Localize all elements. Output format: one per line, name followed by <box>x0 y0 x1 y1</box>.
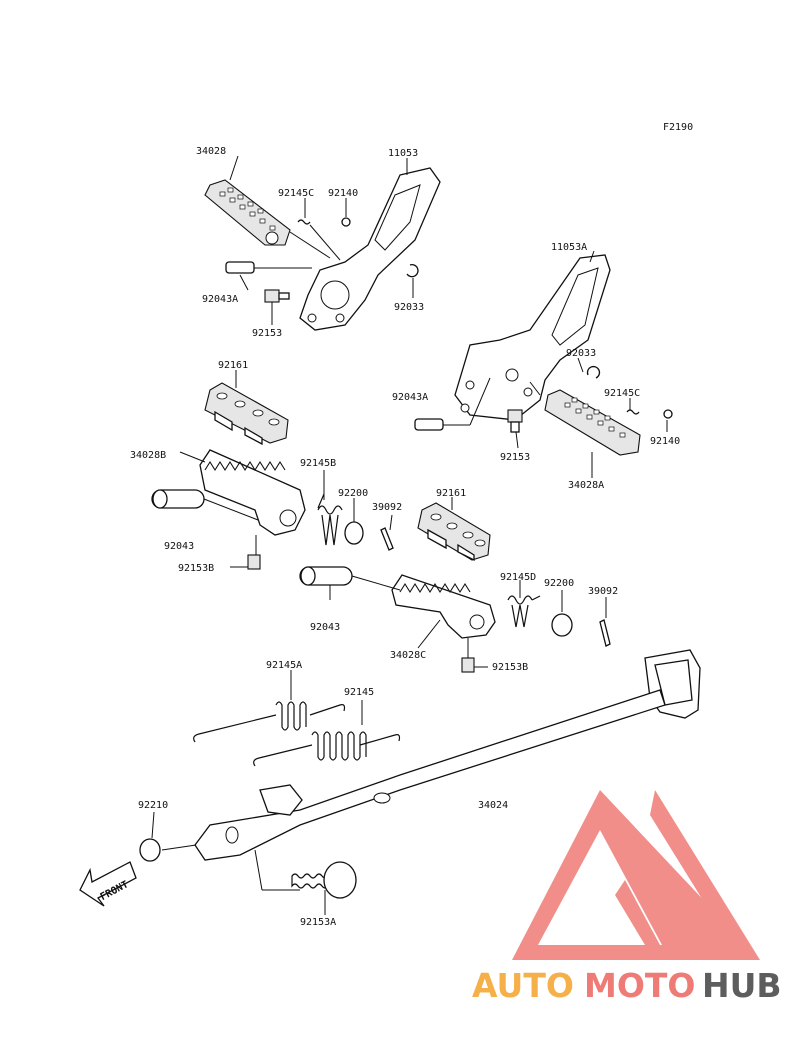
label-34028a: 34028A <box>568 480 604 491</box>
bolt-92153a <box>291 861 357 899</box>
pin-92043-left <box>151 489 259 521</box>
footpeg-34028a <box>544 389 641 456</box>
part-labels: 34028 11053 92145C 92140 92043A 92153 92… <box>130 146 680 928</box>
spring-92145c-top <box>297 219 311 225</box>
bracket-11053a <box>454 254 611 421</box>
watermark-logo: AUTO MOTO HUB <box>472 790 782 1005</box>
label-92043-mid: 92043 <box>310 622 340 633</box>
rubber-92161-left <box>204 382 289 446</box>
label-39092-left: 39092 <box>372 502 402 513</box>
spring-92145d <box>507 595 541 628</box>
label-34024: 34024 <box>478 800 508 811</box>
label-92200-left: 92200 <box>338 488 368 499</box>
bolt-92153b-right <box>461 657 475 673</box>
washer-92200-left <box>344 521 364 545</box>
spring-92145b <box>317 493 343 546</box>
label-92210: 92210 <box>138 800 168 811</box>
label-34028b: 34028B <box>130 450 166 461</box>
bolt-92153b-left <box>247 554 261 570</box>
footpeg-34028 <box>204 179 291 246</box>
bolt-92153-right <box>507 409 523 433</box>
leader-lines-springs <box>290 670 363 725</box>
pin-92043a-right <box>414 377 491 431</box>
label-92153-right: 92153 <box>500 452 530 463</box>
clip-92033-right <box>586 365 601 379</box>
ball-92140-top <box>341 217 351 227</box>
label-92145c-right: 92145C <box>604 388 640 399</box>
label-92153a: 92153A <box>300 917 336 928</box>
pin-92043-mid <box>299 566 401 591</box>
cotter-39092-left <box>380 527 394 551</box>
spring-92145 <box>253 731 401 767</box>
leader-lines-top <box>229 155 414 325</box>
label-11053a: 11053A <box>551 242 587 253</box>
label-92161-right: 92161 <box>436 488 466 499</box>
label-92140-right: 92140 <box>650 436 680 447</box>
leader-lines-right <box>515 250 668 478</box>
collar-92210 <box>139 838 161 862</box>
cotter-39092-right <box>599 619 611 647</box>
label-34028-top: 34028 <box>196 146 226 157</box>
label-92043a-top: 92043A <box>202 294 238 305</box>
label-39092-right: 39092 <box>588 586 618 597</box>
spring-92145a <box>193 701 346 743</box>
label-92043-left: 92043 <box>164 541 194 552</box>
bracket-11053 <box>299 167 441 331</box>
watermark-text-hub: HUB <box>702 966 782 1005</box>
label-92145a: 92145A <box>266 660 302 671</box>
watermark-triangle-icon <box>512 790 760 960</box>
leader-lines-center <box>329 497 607 668</box>
label-92033-top: 92033 <box>394 302 424 313</box>
bolt-92153-top <box>264 289 290 303</box>
pin-92043a-top <box>225 261 312 274</box>
label-92043a-right: 92043A <box>392 392 428 403</box>
spring-92145c-right <box>626 409 640 415</box>
figure-code: F2190 <box>663 122 693 133</box>
label-92145: 92145 <box>344 687 374 698</box>
label-11053: 11053 <box>388 148 418 159</box>
footpeg-34028c <box>391 574 496 639</box>
label-92153b-left: 92153B <box>178 563 214 574</box>
washer-92200-right <box>551 613 573 637</box>
side-stand-34024 <box>139 649 701 891</box>
label-92145c-top: 92145C <box>278 188 314 199</box>
leader-lines-stand <box>151 811 326 915</box>
front-arrow-icon: FRONT <box>79 861 137 907</box>
watermark-text-auto: AUTO <box>472 966 574 1005</box>
label-92140-top: 92140 <box>328 188 358 199</box>
label-92153-top: 92153 <box>252 328 282 339</box>
footpeg-34028b <box>199 449 306 536</box>
label-92153b-right: 92153B <box>492 662 528 673</box>
rubber-92161-right <box>417 502 491 562</box>
label-92200-right: 92200 <box>544 578 574 589</box>
ball-92140-right <box>663 409 673 419</box>
leader-lines-lower-left <box>179 370 393 568</box>
clip-92033-top <box>406 264 419 278</box>
label-34028c: 34028C <box>390 650 426 661</box>
label-92145d: 92145D <box>500 572 536 583</box>
label-92161-left: 92161 <box>218 360 248 371</box>
label-92033-right: 92033 <box>566 348 596 359</box>
label-92145b: 92145B <box>300 458 336 469</box>
watermark-text-moto: MOTO <box>584 966 695 1005</box>
